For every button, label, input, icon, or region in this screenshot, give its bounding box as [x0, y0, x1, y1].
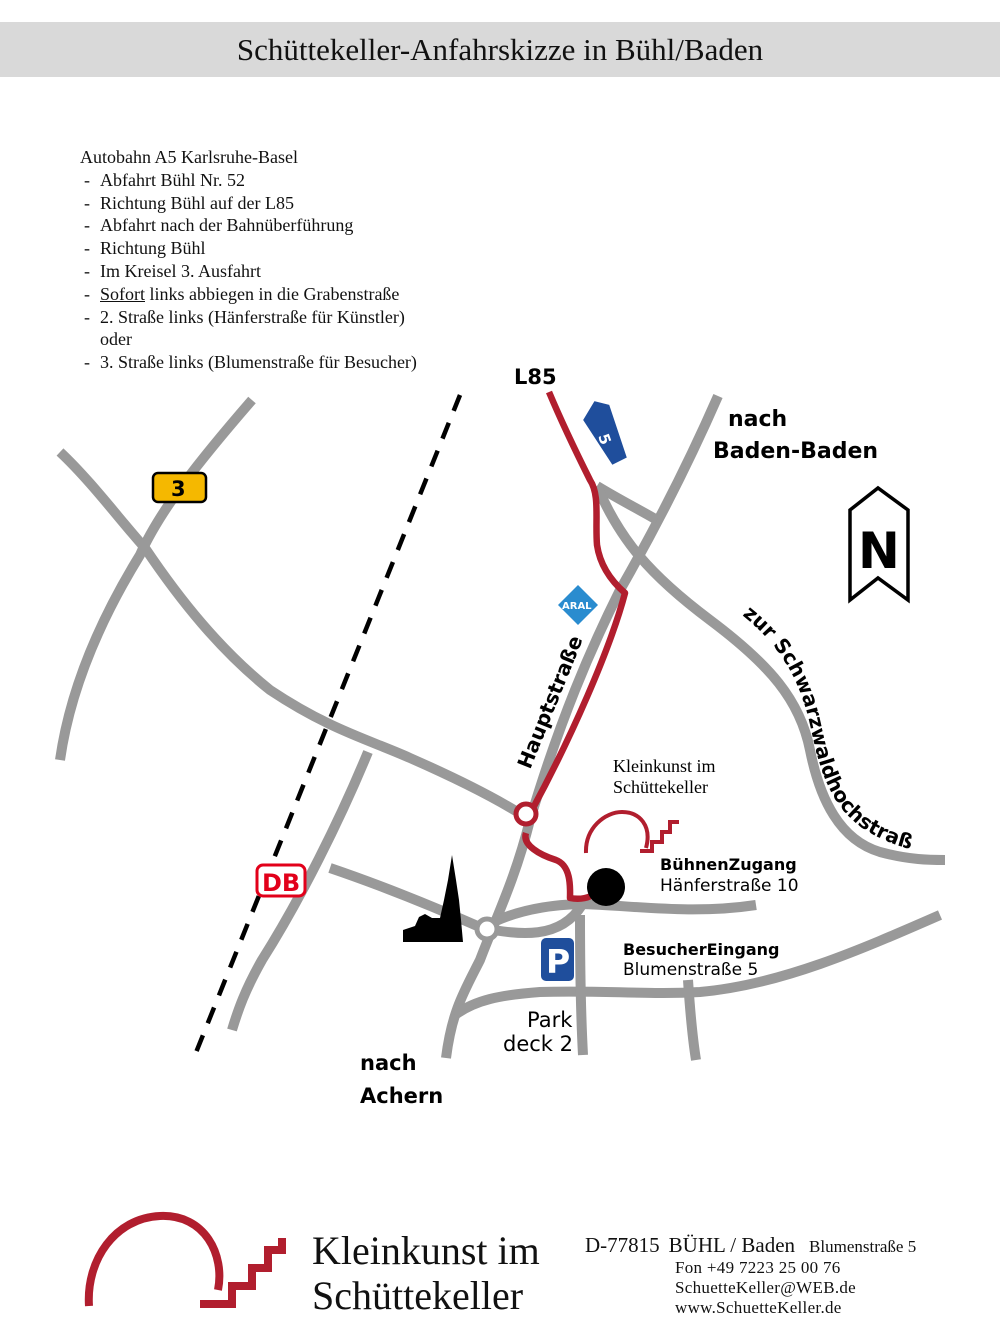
- parking-sign: P: [541, 938, 574, 981]
- parkdeck-label-2: deck 2: [503, 1032, 573, 1056]
- b3-sign: 3: [151, 471, 208, 504]
- l85-label: L85: [514, 365, 557, 389]
- contact-city-row: D-77815 BÜHL / Baden Blumenstraße 5: [585, 1234, 916, 1258]
- direction-step: Richtung Bühl auf der L85: [80, 192, 417, 215]
- stage-entrance-title: BühnenZugang: [660, 855, 797, 874]
- direction-step: Im Kreisel 3. Ausfahrt: [80, 260, 417, 283]
- directions-text: Autobahn A5 Karlsruhe-Basel Abfahrt Bühl…: [80, 146, 417, 374]
- phone: Fon +49 7223 25 00 76: [675, 1258, 841, 1277]
- church-icon: [403, 855, 463, 942]
- visitor-entrance-title: BesucherEingang: [623, 940, 779, 959]
- road-west-ring: [328, 863, 485, 933]
- venue-label-2: Schüttekeller: [613, 777, 708, 797]
- route-l85-segment: [529, 390, 629, 812]
- to-baden-label-1: nach: [728, 407, 787, 432]
- stage-entrance-address: Hänferstraße 10: [660, 876, 799, 896]
- aral-sign-label: ARAL: [562, 601, 592, 612]
- road-south-loop: [452, 910, 943, 1020]
- road-center-east: [479, 899, 757, 933]
- road-west-bypass: [55, 396, 256, 761]
- page-title: Schüttekeller-Anfahrskizze in Bühl/Baden: [236, 32, 764, 67]
- a5-sign: 5: [580, 398, 630, 468]
- roundabout-south: [474, 916, 500, 942]
- to-baden-label-2: Baden-Baden: [713, 439, 878, 464]
- road-east-spur: [683, 979, 701, 1061]
- parkdeck-label-1: Park: [527, 1008, 573, 1032]
- direction-or: oder: [100, 329, 132, 350]
- visitor-entrance-address: Blumenstraße 5: [623, 960, 758, 980]
- to-achern-label-2: Achern: [360, 1084, 443, 1108]
- direction-step: 3. Straße links (Blumenstraße für Besuch…: [80, 351, 417, 374]
- to-achern-label-1: nach: [360, 1051, 417, 1075]
- directions-list: Abfahrt Bühl Nr. 52 Richtung Bühl auf de…: [80, 169, 417, 374]
- road-rail-parallel: [227, 750, 373, 1032]
- postcode: D-77815: [585, 1233, 660, 1257]
- direction-step: 2. Straße links (Hänferstraße für Künstl…: [80, 306, 417, 329]
- db-sign: DB: [255, 863, 307, 898]
- website-link[interactable]: www.SchuetteKeller.de: [675, 1298, 842, 1317]
- street: Blumenstraße 5: [809, 1237, 917, 1256]
- north-arrow-label: N: [858, 522, 900, 580]
- north-arrow: N: [848, 485, 910, 604]
- road-network: [55, 393, 946, 1061]
- venue-logo-small: [583, 809, 679, 854]
- email-link[interactable]: SchuetteKeller@WEB.de: [675, 1278, 857, 1297]
- venue-marker: [587, 868, 625, 906]
- b3-sign-label: 3: [171, 477, 186, 501]
- route-final-segment: [522, 831, 598, 903]
- title-bar: Schüttekeller-Anfahrskizze in Bühl/Baden: [0, 22, 1000, 77]
- parking-sign-label: P: [546, 942, 570, 981]
- direction-step: Richtung Bühl: [80, 237, 417, 260]
- road-northwest: [56, 448, 533, 825]
- contact-block: D-77815 BÜHL / Baden Blumenstraße 5 Fon +…: [585, 1234, 916, 1318]
- sofort-rest: links abbiegen in die Grabenstraße: [145, 283, 400, 304]
- directions-intro: Autobahn A5 Karlsruhe-Basel: [80, 147, 298, 167]
- road-schwarzwald: [592, 484, 946, 865]
- footer-logo-line-1: Kleinkunst im: [312, 1228, 540, 1273]
- db-sign-label: DB: [262, 869, 300, 897]
- city: BÜHL / Baden: [668, 1233, 796, 1257]
- direction-step: Abfahrt Bühl Nr. 52: [80, 169, 417, 192]
- venue-label-1: Kleinkunst im: [613, 756, 716, 776]
- road-baden-baden: [441, 393, 723, 1059]
- footer-logo-line-2: Schüttekeller: [312, 1273, 524, 1318]
- roundabout-north: [513, 801, 539, 827]
- direction-step: Abfahrt nach der Bahnüberführung: [80, 214, 417, 237]
- aral-sign: ARAL: [558, 585, 598, 625]
- footer-logo-text: Kleinkunst im Schüttekeller: [312, 1228, 540, 1318]
- road-park-spur: [575, 914, 588, 1056]
- sofort-word: Sofort: [100, 283, 145, 304]
- footer-logo-mark: [84, 1211, 286, 1308]
- route-path: [522, 390, 629, 903]
- direction-step: Sofort links abbiegen in die Grabenstraß…: [80, 283, 417, 306]
